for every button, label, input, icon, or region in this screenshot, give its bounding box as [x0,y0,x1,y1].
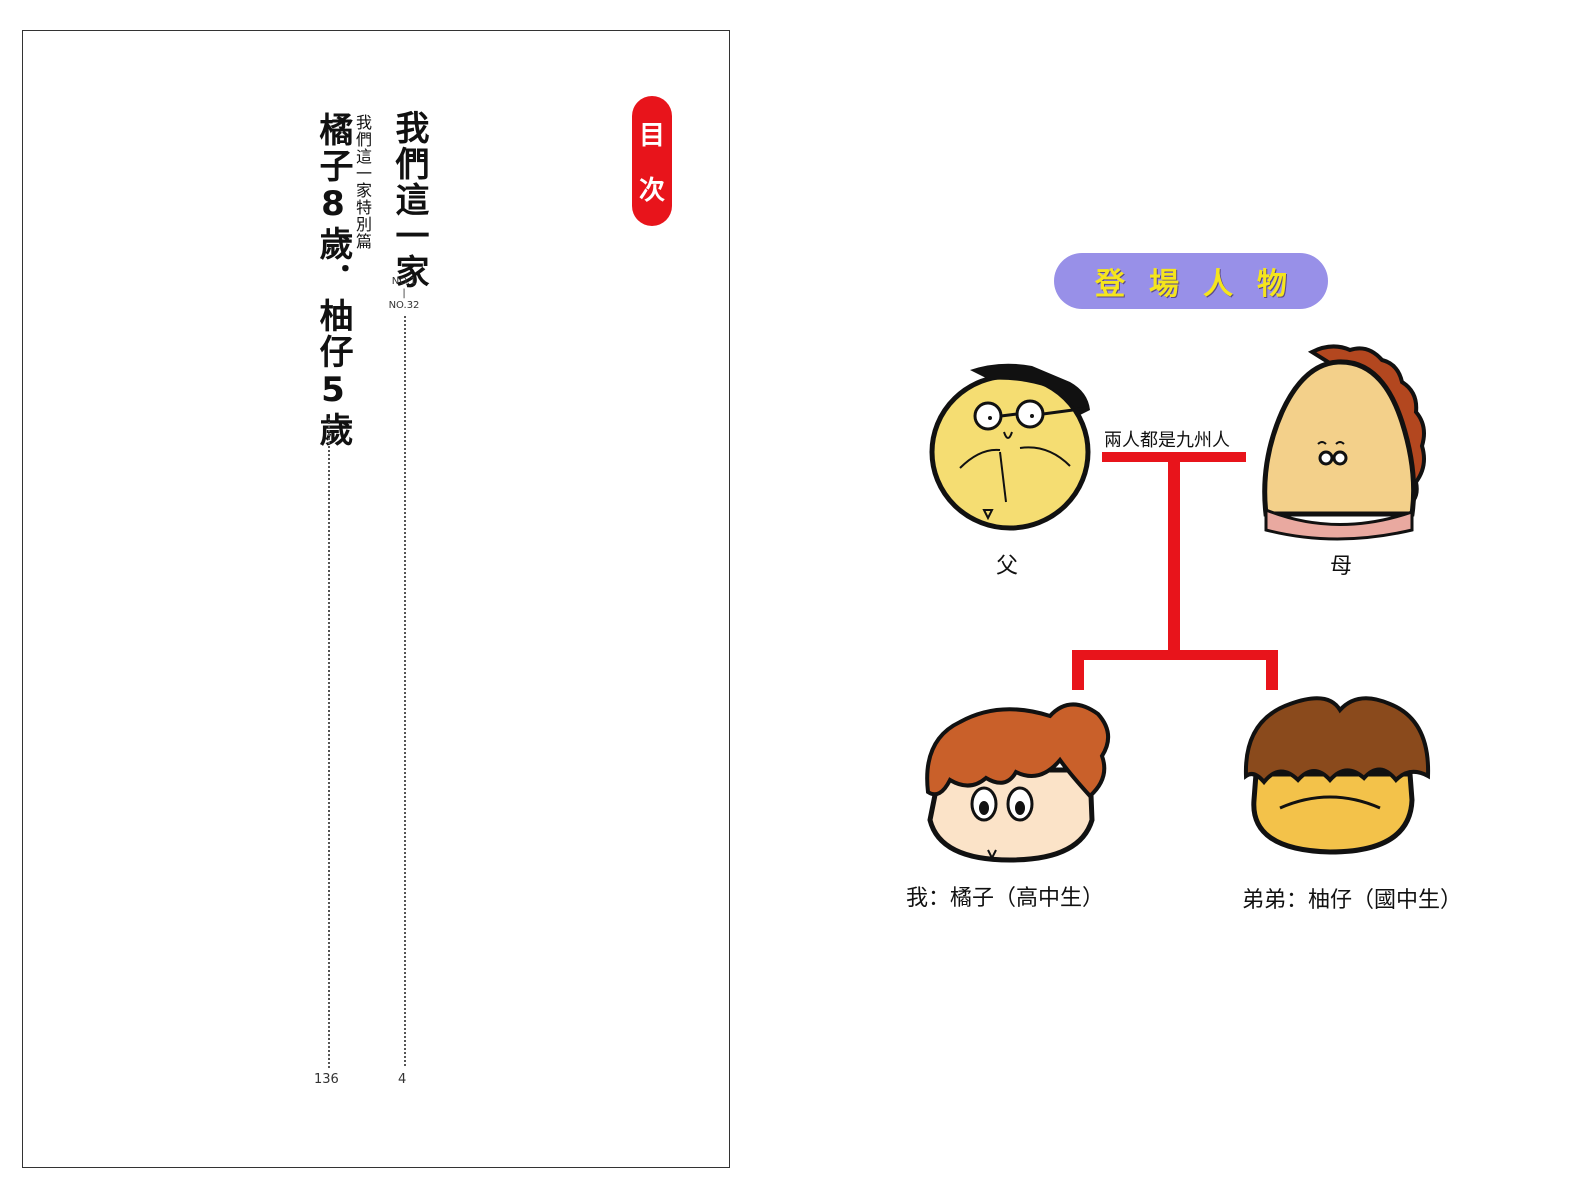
toc-badge-char-2: 次 [638,176,665,206]
child-right-drop [1266,650,1278,690]
cast-banner: 登場人物 [1054,253,1328,309]
toc-badge-char-1: 目 [638,121,665,151]
toc-entry2-page: 136 [314,1072,339,1087]
stem-line [1168,458,1180,654]
toc-entry1-title[interactable]: 我們這一家 [389,110,429,290]
toc-entry2-title[interactable]: 橘子8歲．柚仔5歲 [313,112,353,448]
father-portrait [929,363,1091,531]
daughter-portrait [925,702,1110,863]
toc-entry1-range-start: NO.1 [391,276,417,287]
couple-line [1102,452,1246,462]
toc-badge: 目 次 [632,96,672,226]
toc-entry1-range-sep: | [402,288,406,299]
toc-entry1-leader [404,316,406,1066]
father-label: 父 [996,554,1019,579]
toc-entry1-page: 4 [398,1072,407,1087]
toc-entry2-leader [328,418,330,1068]
toc-entry1-range-end: NO.32 [388,300,420,311]
son-portrait [1243,696,1431,855]
daughter-label: 我：橘子（高中生） [906,886,1105,911]
toc-page [22,30,730,1168]
children-line [1072,650,1278,660]
mother-label: 母 [1330,554,1353,579]
toc-entry2-subtitle: 我們這一家特別篇 [353,114,372,250]
mother-portrait [1262,344,1426,541]
toc-entry1-range: NO.1 | NO.32 [386,276,422,312]
parents-note: 兩人都是九州人 [1104,430,1230,451]
cast-banner-text: 登場人物 [1095,267,1311,302]
son-label: 弟弟：柚仔（國中生） [1242,888,1463,913]
child-left-drop [1072,650,1084,690]
